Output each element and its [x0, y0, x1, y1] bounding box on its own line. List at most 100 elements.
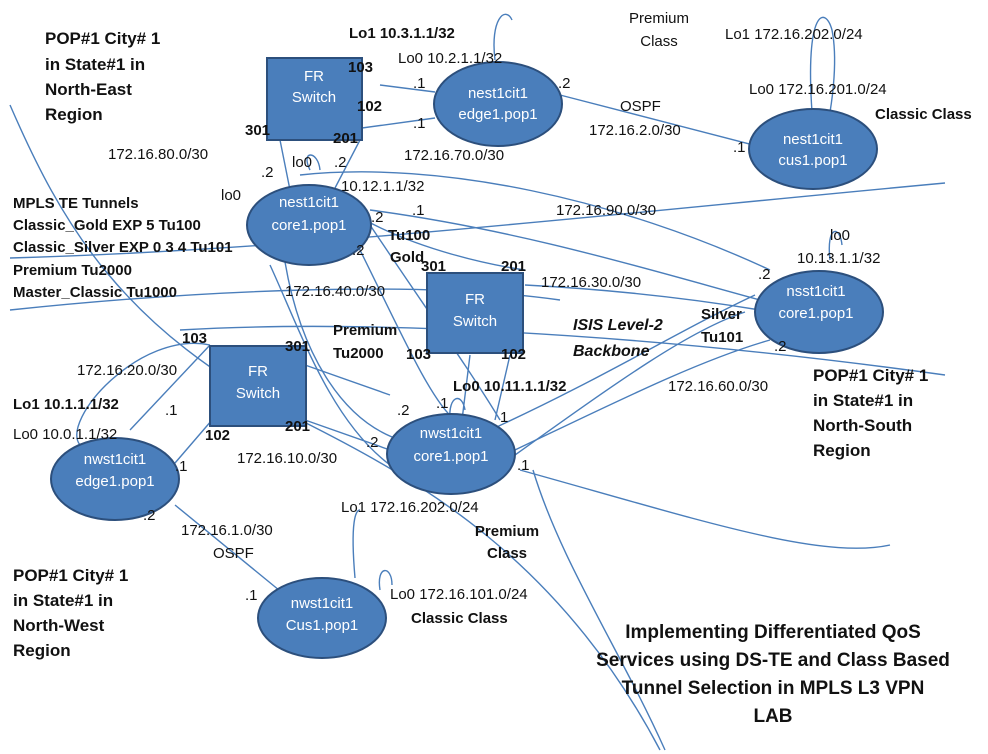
link-nwst-nsst-2	[489, 294, 756, 431]
region-line: Region	[45, 105, 103, 124]
link-sw1-nest-edge-102	[361, 117, 436, 129]
class-label: Class	[487, 545, 527, 562]
fr-switch-3: FR Switch	[209, 345, 307, 427]
links	[9, 13, 946, 751]
loopback-label: Lo0 172.16.201.0/24	[749, 81, 887, 98]
router-pop: edge1.pop1	[75, 473, 154, 490]
link-long-top	[9, 182, 946, 259]
router-ellipse	[50, 437, 180, 521]
title-line: LAB	[753, 706, 792, 727]
backbone-label: ISIS Level-2	[573, 317, 663, 334]
tunnel-label: Tu2000	[333, 345, 384, 362]
diagram-title: Implementing Differentiated QoS Services…	[596, 622, 950, 727]
annotations: Lo1 10.3.1.1/32 Lo0 10.2.1.1/32 Premium …	[13, 10, 972, 627]
region-north-east: POP#1 City# 1 in State#1 in North-East R…	[45, 29, 160, 124]
region-north-south: POP#1 City# 1 in State#1 in North-South …	[813, 366, 928, 460]
router-ellipse	[754, 270, 884, 354]
loop-nest-cus	[809, 16, 836, 113]
class-label: Classic Class	[875, 106, 972, 123]
fr-switch-line1: FR	[304, 68, 324, 85]
class-label: Premium	[475, 523, 539, 540]
router-name: nwst1cit1	[291, 595, 354, 612]
fr-switch-2: FR Switch	[426, 272, 524, 354]
subnet-label: 172.16.20.0/30	[77, 362, 177, 379]
loop-nwst-cus-lo0	[378, 569, 393, 591]
title-line: Services using DS-TE and Class Based	[596, 650, 950, 671]
port-label: 301	[421, 258, 446, 275]
link-nest-core-nwst-core2	[354, 239, 456, 421]
tunnel-legend: MPLS TE Tunnels Classic_Gold EXP 5 Tu100…	[13, 195, 233, 301]
link-long-bottom2	[532, 469, 666, 751]
title-line: Tunnel Selection in MPLS L3 VPN	[622, 678, 925, 699]
class-label: Premium	[629, 10, 689, 27]
protocol-label: OSPF	[620, 98, 661, 115]
loopback-label: Lo1 172.16.202.0/24	[341, 499, 479, 516]
router-name: nwst1cit1	[420, 425, 483, 442]
region-north-west: POP#1 City# 1 in State#1 in North-West R…	[13, 566, 128, 660]
class-label: Class	[640, 33, 678, 50]
subnet-label: 172.16.30.0/30	[541, 274, 641, 291]
router-name: nwst1cit1	[84, 451, 147, 468]
iface-label: .1	[245, 587, 258, 604]
port-label: 102	[357, 98, 382, 115]
tunnel-legend-title: MPLS TE Tunnels	[13, 195, 139, 212]
iface-label: .2	[558, 75, 571, 92]
loopback-label: lo0	[221, 187, 241, 204]
router-ellipse	[257, 577, 387, 659]
loopback-label: 10.13.1.1/32	[797, 250, 880, 267]
region-line: North-South	[813, 416, 912, 435]
fr-switch-line2: Switch	[236, 385, 280, 402]
subnet-label: 172.16.80.0/30	[108, 146, 208, 163]
fr-switch-line1: FR	[465, 291, 485, 308]
class-label: Classic Class	[411, 610, 508, 627]
port-label: 102	[501, 346, 526, 363]
port-label: 301	[285, 338, 310, 355]
loopback-label: lo0	[830, 227, 850, 244]
link-core-edge-extra	[269, 264, 391, 466]
loop-nwst-edge	[76, 342, 211, 446]
tunnel-label: Premium	[333, 322, 397, 339]
router-pop: Cus1.pop1	[286, 617, 359, 634]
fr-switch-box	[266, 57, 363, 141]
iface-label: .2	[366, 434, 379, 451]
subnet-label: 172.16.2.0/30	[589, 122, 681, 139]
loopback-label: Lo0 172.16.101.0/24	[390, 586, 528, 603]
router-nwst-core: nwst1cit1 core1.pop1	[386, 413, 516, 495]
port-label: 103	[348, 59, 373, 76]
router-nwst-cus: nwst1cit1 Cus1.pop1	[257, 577, 387, 659]
loopback-label: Lo0 10.0.1.1/32	[13, 426, 117, 443]
port-label: 201	[333, 130, 358, 147]
port-label: 103	[182, 330, 207, 347]
router-ellipse	[246, 184, 372, 266]
router-nest-cus: nest1cit1 cus1.pop1	[748, 108, 878, 190]
port-labels: 103 102 301 201 301 201 103 102 103 301 …	[182, 59, 526, 444]
region-line: POP#1 City# 1	[45, 29, 160, 48]
link-long-bottom	[519, 469, 891, 549]
iface-label: 1	[500, 409, 508, 426]
subnet-label: 172.16.60.0/30	[668, 378, 768, 395]
link-sw1-nest-core-301	[279, 139, 291, 191]
link-nest-core-sw2	[364, 219, 526, 271]
router-name: nsst1cit1	[786, 283, 845, 300]
tunnel-label: Gold	[390, 249, 424, 266]
router-nest-core: nest1cit1 core1.pop1	[246, 184, 372, 266]
tunnel-label: Silver	[701, 306, 742, 323]
subnet-label: 172.16.70.0/30	[404, 147, 504, 164]
port-label: 201	[501, 258, 526, 275]
tunnel-legend-item: Master_Classic Tu1000	[13, 284, 177, 301]
subnet-label: 172.16.10.0/30	[237, 450, 337, 467]
port-label: 301	[245, 122, 270, 139]
iface-label: .1	[517, 457, 530, 474]
link-nest-core-nwst-core	[284, 261, 401, 441]
link-nwst-edge-cus	[174, 504, 286, 596]
iface-label: .2	[143, 507, 156, 524]
region-line: POP#1 City# 1	[13, 566, 128, 585]
router-name: nest1cit1	[468, 85, 528, 102]
fr-switch-box	[426, 272, 524, 354]
link-nest-core-nsst-90	[299, 171, 771, 271]
router-nsst-core: nsst1cit1 core1.pop1	[754, 270, 884, 354]
loopback-label: 10.12.1.1/32	[341, 178, 424, 195]
link-sw3-nwst-edge-103	[129, 344, 211, 431]
